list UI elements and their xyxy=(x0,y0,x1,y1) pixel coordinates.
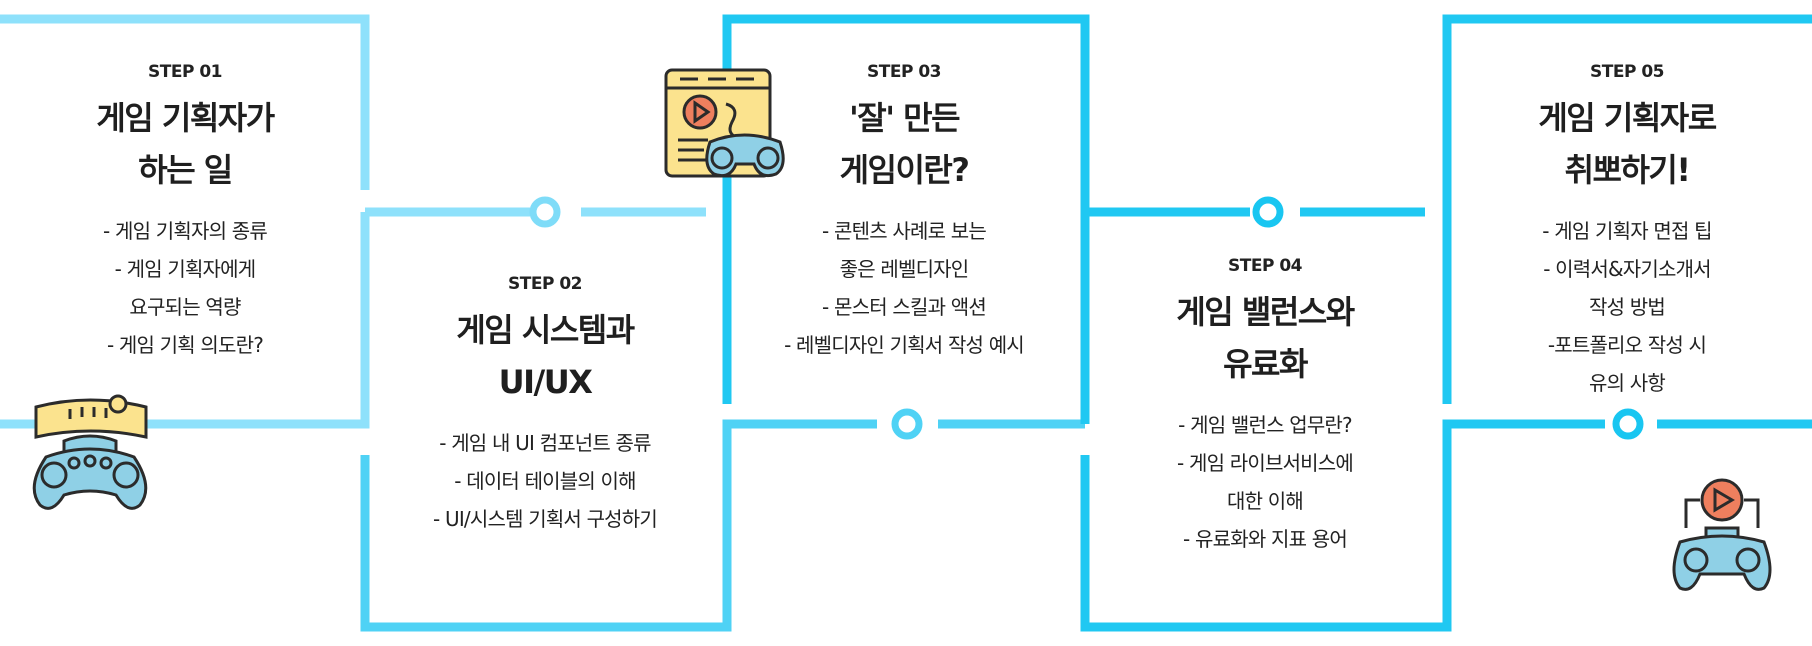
step-label: STEP 04 xyxy=(1228,256,1303,276)
step-title: 게임 시스템과 UI/UX xyxy=(365,304,725,408)
step-item: - 몬스터 스킬과 액션 xyxy=(822,295,987,319)
step-item: - 게임 라이브서비스에 xyxy=(1177,451,1354,475)
step-item: 좋은 레벨디자인 xyxy=(839,257,970,281)
step-title-line: '잘' 만든 xyxy=(848,99,961,137)
step-item: -포트폴리오 작성 시 xyxy=(1547,333,1707,357)
connector-ring xyxy=(1612,408,1644,440)
step-label: STEP 03 xyxy=(867,62,942,82)
browser-gamepad-icon xyxy=(664,68,785,178)
step-block: STEP 04 게임 밸런스와 유료화 - 게임 밸런스 업무란? - 게임 라… xyxy=(1085,256,1445,558)
step-item: - 게임 내 UI 컴포넌트 종류 xyxy=(439,431,651,455)
step-item: - 게임 기획 의도란? xyxy=(106,333,264,357)
step-item: - 유료화와 지표 용어 xyxy=(1183,527,1348,551)
step-01-frame xyxy=(0,14,706,429)
step-item: 작성 방법 xyxy=(1589,295,1666,319)
step-label: STEP 05 xyxy=(1590,62,1665,82)
step-item: - 게임 기획자에게 xyxy=(114,257,257,281)
step-block: STEP 01 게임 기획자가 하는 일 - 게임 기획자의 종류 - 게임 기… xyxy=(25,62,345,364)
step-item: - 게임 밸런스 업무란? xyxy=(1178,413,1353,437)
step-title: 게임 기획자로 취뽀하기! xyxy=(1447,92,1807,196)
step-item: 요구되는 역량 xyxy=(129,295,241,319)
connector-ring xyxy=(529,196,561,228)
connector-ring xyxy=(891,408,923,440)
step-item: - 게임 기획자 면접 팁 xyxy=(1542,219,1712,243)
step-title-line: 게임 기획자로 xyxy=(1538,99,1717,137)
step-item: - UI/시스템 기획서 구성하기 xyxy=(433,507,658,531)
step-block: STEP 03 '잘' 만든 게임이란? - 콘텐츠 사례로 보는 좋은 레벨디… xyxy=(727,62,1081,364)
step-items: - 콘텐츠 사례로 보는 좋은 레벨디자인 - 몬스터 스킬과 액션 - 레벨디… xyxy=(727,212,1081,364)
step-item: 대한 이해 xyxy=(1227,489,1304,513)
step-items: - 게임 기획자 면접 팁 - 이력서&자기소개서 작성 방법 -포트폴리오 작… xyxy=(1447,212,1807,402)
step-item: 유의 사항 xyxy=(1589,371,1666,395)
step-title-line: 유료화 xyxy=(1223,345,1308,383)
step-item: - 콘텐츠 사례로 보는 xyxy=(822,219,987,243)
step-03-frame xyxy=(722,14,1425,424)
step-title-line: 하는 일 xyxy=(138,151,233,189)
step-block: STEP 05 게임 기획자로 취뽀하기! - 게임 기획자 면접 팁 - 이력… xyxy=(1447,62,1807,402)
step-items: - 게임 내 UI 컴포넌트 종류 - 데이터 테이블의 이해 - UI/시스템… xyxy=(365,424,725,538)
step-item: - 레벨디자인 기획서 작성 예시 xyxy=(784,333,1025,357)
step-title: '잘' 만든 게임이란? xyxy=(727,92,1081,196)
step-label: STEP 02 xyxy=(508,274,583,294)
gamepad-vr-icon xyxy=(32,394,148,510)
step-title-line: 게임 밸런스와 xyxy=(1176,293,1355,331)
step-04-frame xyxy=(1080,419,1812,632)
step-title-line: 게임이란? xyxy=(839,151,970,189)
step-title: 게임 밸런스와 유료화 xyxy=(1085,286,1445,390)
step-title: 게임 기획자가 하는 일 xyxy=(25,92,345,196)
step-label: STEP 01 xyxy=(148,62,223,82)
step-item: - 이력서&자기소개서 xyxy=(1543,257,1711,281)
step-02-frame xyxy=(360,419,1085,632)
step-items: - 게임 밸런스 업무란? - 게임 라이브서비스에 대한 이해 - 유료화와 … xyxy=(1085,406,1445,558)
connector-ring xyxy=(1252,196,1284,228)
step-title-line: UI/UX xyxy=(498,363,593,401)
step-title-line: 취뽀하기! xyxy=(1564,151,1691,189)
step-items: - 게임 기획자의 종류 - 게임 기획자에게 요구되는 역량 - 게임 기획 … xyxy=(25,212,345,364)
player-gamepad-icon xyxy=(1672,478,1772,591)
step-title-line: 게임 기획자가 xyxy=(96,99,275,137)
step-item: - 데이터 테이블의 이해 xyxy=(454,469,636,493)
step-block: STEP 02 게임 시스템과 UI/UX - 게임 내 UI 컴포넌트 종류 … xyxy=(365,274,725,538)
step-05-frame xyxy=(1442,14,1812,404)
step-item: - 게임 기획자의 종류 xyxy=(103,219,268,243)
step-title-line: 게임 시스템과 xyxy=(456,311,635,349)
